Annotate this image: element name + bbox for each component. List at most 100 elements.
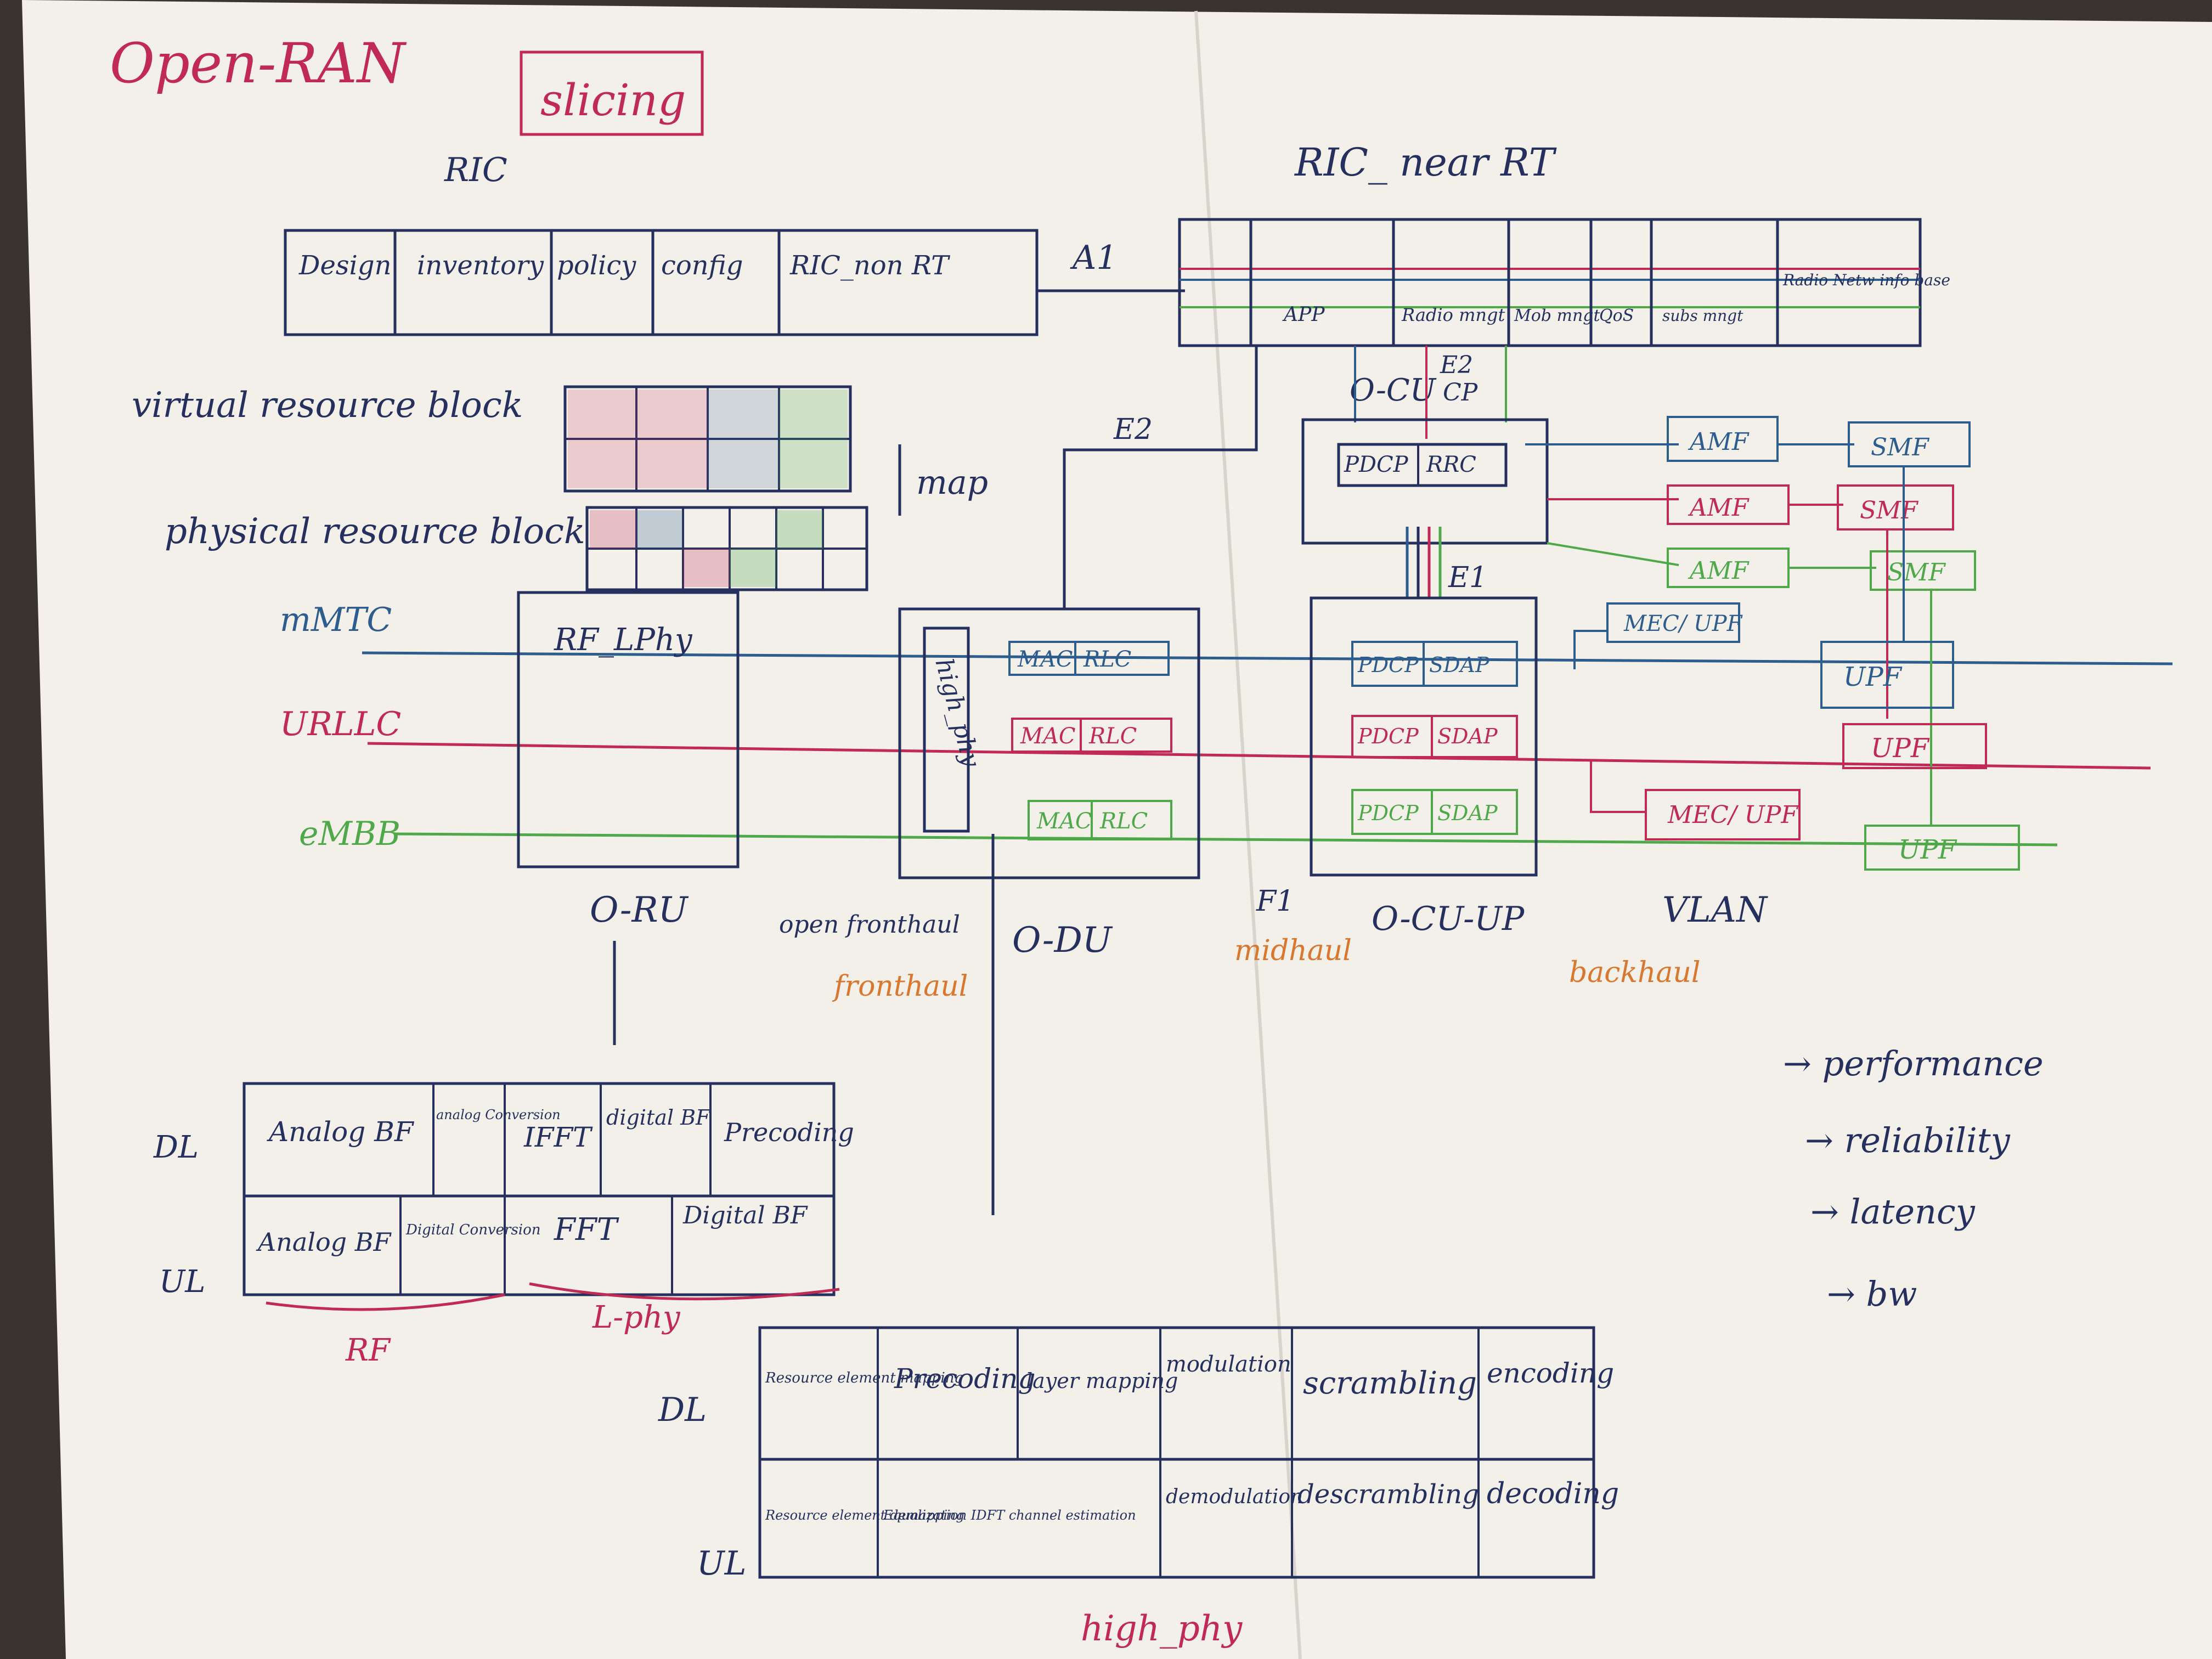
svg-text:PDCP: PDCP [1357, 724, 1419, 748]
upf-embb: UPF [1864, 825, 2020, 871]
hphy-ul-decoding: decoding [1487, 1477, 1619, 1510]
ric-cell-app: APP [1282, 303, 1325, 326]
lphy-table [242, 1082, 836, 1296]
slice-line-urllc [367, 742, 2151, 770]
slice-label-embb: eMBB [299, 815, 400, 853]
ric-cell-radio-mngt: Radio mngt [1401, 304, 1505, 325]
svg-text:SDAP: SDAP [1429, 653, 1490, 677]
o-cu-cp-label: O-CU [1350, 373, 1437, 408]
lphy-dl-digital-bf: digital BF [606, 1105, 711, 1130]
svg-text:AMF: AMF [1688, 494, 1750, 522]
svg-text:MEC/ UPF: MEC/ UPF [1667, 801, 1798, 829]
svg-text:PDCP: PDCP [1357, 801, 1419, 825]
page-title: Open-RAN [110, 31, 407, 95]
ric-cell-rnib: Radio Netw info base [1782, 271, 1950, 289]
rf-brace [266, 1293, 505, 1311]
cu-up-urllc-block: PDCP SDAP [1351, 715, 1518, 758]
svg-text:SMF: SMF [1871, 433, 1929, 461]
smo-cell-inventory: inventory [417, 250, 544, 281]
svg-text:SDAP: SDAP [1437, 724, 1498, 748]
paper-sheet [22, 0, 2212, 1659]
virtual-rb-grid [563, 385, 852, 493]
backhaul-label: backhaul [1569, 956, 1701, 989]
cu-up-embb-block: PDCP SDAP [1351, 789, 1518, 835]
svg-text:PDCP: PDCP [1357, 653, 1419, 677]
lphy-ul-label: UL [159, 1264, 205, 1300]
cu-cp-inner [1337, 443, 1508, 487]
svg-text:AMF: AMF [1688, 428, 1750, 456]
high-phy-box [923, 627, 970, 833]
f1-label: F1 [1256, 885, 1294, 918]
lphy-ul-analog-bf: Analog BF [256, 1227, 392, 1257]
hphy-ul-re-demapping: Resource element demapping [765, 1508, 964, 1523]
smf-urllc: SMF [1837, 484, 1954, 531]
lphy-dl-ifft: IFFT [523, 1121, 593, 1153]
kpi-bw: → bw [1827, 1274, 1917, 1314]
kpi-performance: → performance [1783, 1043, 2044, 1084]
title-bracket-box [520, 50, 704, 136]
hphy-ul-demodulation: demodulation [1166, 1486, 1303, 1508]
smf-mmtc: SMF [1848, 421, 1971, 467]
o-du-label: O-DU [1012, 920, 1113, 961]
hphy-dl-modulation: modulation [1166, 1352, 1291, 1377]
ric-near-rt-label: RIC_ near RT [1294, 140, 1557, 185]
title-bracket-text: slicing [540, 75, 686, 126]
hphy-dl-scrambling: scrambling [1303, 1365, 1477, 1401]
o-du-box [898, 607, 1200, 879]
e2-label: E2 [1113, 413, 1153, 446]
smo-cell-policy: policy [557, 250, 636, 281]
upf-mmtc: UPF [1820, 641, 1954, 709]
lphy-ul-digital-bf: Digital BF [682, 1201, 808, 1229]
ric-near-rt-box [1178, 218, 1922, 347]
o-cu-cp-box [1301, 418, 1549, 545]
vlan-label: VLAN [1662, 890, 1768, 930]
mec-upf-urllc: MEC/ UPF [1645, 789, 1801, 840]
smo-cell-ric-non-rt: RIC_non RT [789, 250, 950, 281]
smo-cell-config: config [661, 250, 743, 281]
slice-label-urllc: URLLC [280, 705, 401, 743]
a1-label: A1 [1070, 239, 1118, 277]
hphy-brace-label: high_phy [1081, 1609, 1243, 1649]
hphy-dl-label: DL [658, 1391, 707, 1429]
fronthaul-label: fronthaul [832, 970, 968, 1003]
ric-cell-qos: QoS [1599, 306, 1634, 325]
upf-urllc: UPF [1842, 723, 1987, 769]
svg-text:UPF: UPF [1898, 834, 1957, 865]
hphy-ul-label: UL [697, 1544, 746, 1583]
mec-upf-mmtc: MEC/ UPF [1606, 602, 1743, 643]
lphy-dl-label: DL [153, 1130, 199, 1165]
lphy-dl-analog-conversion: analog Conversion [436, 1107, 561, 1122]
smf-embb: SMF [1870, 550, 1976, 591]
kpi-reliability: → reliability [1805, 1120, 2011, 1160]
svg-text:RLC: RLC [1083, 647, 1131, 672]
hphy-ul-descrambling: descrambling [1297, 1479, 1479, 1510]
lphy-ul-digital-conversion: Digital Conversion [405, 1222, 541, 1238]
hphy-dl-re-mapping: Resource element mapping [765, 1370, 963, 1386]
map-label: map [916, 464, 988, 502]
cu-cp-pdcp: PDCP [1344, 452, 1409, 477]
amf-mmtc: AMF [1667, 416, 1779, 462]
slice-line-mmtc [362, 651, 2173, 665]
smo-box [284, 229, 1039, 336]
virtual-rb-label: virtual resource block [132, 385, 523, 426]
svg-text:SDAP: SDAP [1437, 801, 1498, 825]
svg-text:SMF: SMF [1887, 558, 1946, 586]
kpi-latency: → latency [1810, 1192, 1976, 1232]
o-ru-box [517, 591, 740, 868]
physical-rb-grid [585, 506, 868, 591]
lphy-brace-label: L-phy [592, 1300, 681, 1335]
svg-text:MAC: MAC [1036, 809, 1092, 834]
e2-interface-line [1063, 346, 1258, 609]
svg-text:MAC: MAC [1020, 724, 1075, 749]
rf-lphy-label: RF_LPhy [554, 622, 693, 658]
o-ru-label: O-RU [590, 890, 689, 930]
cu-cp-rrc: RRC [1426, 452, 1476, 477]
slice-label-mmtc: mMTC [280, 601, 392, 639]
midhaul-label: midhaul [1234, 934, 1352, 967]
lphy-dl-precoding: Precoding [724, 1118, 854, 1147]
lphy-dl-analog-bf: Analog BF [267, 1116, 415, 1148]
e1-label: E1 [1448, 561, 1487, 594]
smo-cell-design: Design [298, 250, 392, 281]
du-urllc-block: MAC RLC [1011, 718, 1172, 753]
svg-text:UPF: UPF [1871, 733, 1930, 764]
